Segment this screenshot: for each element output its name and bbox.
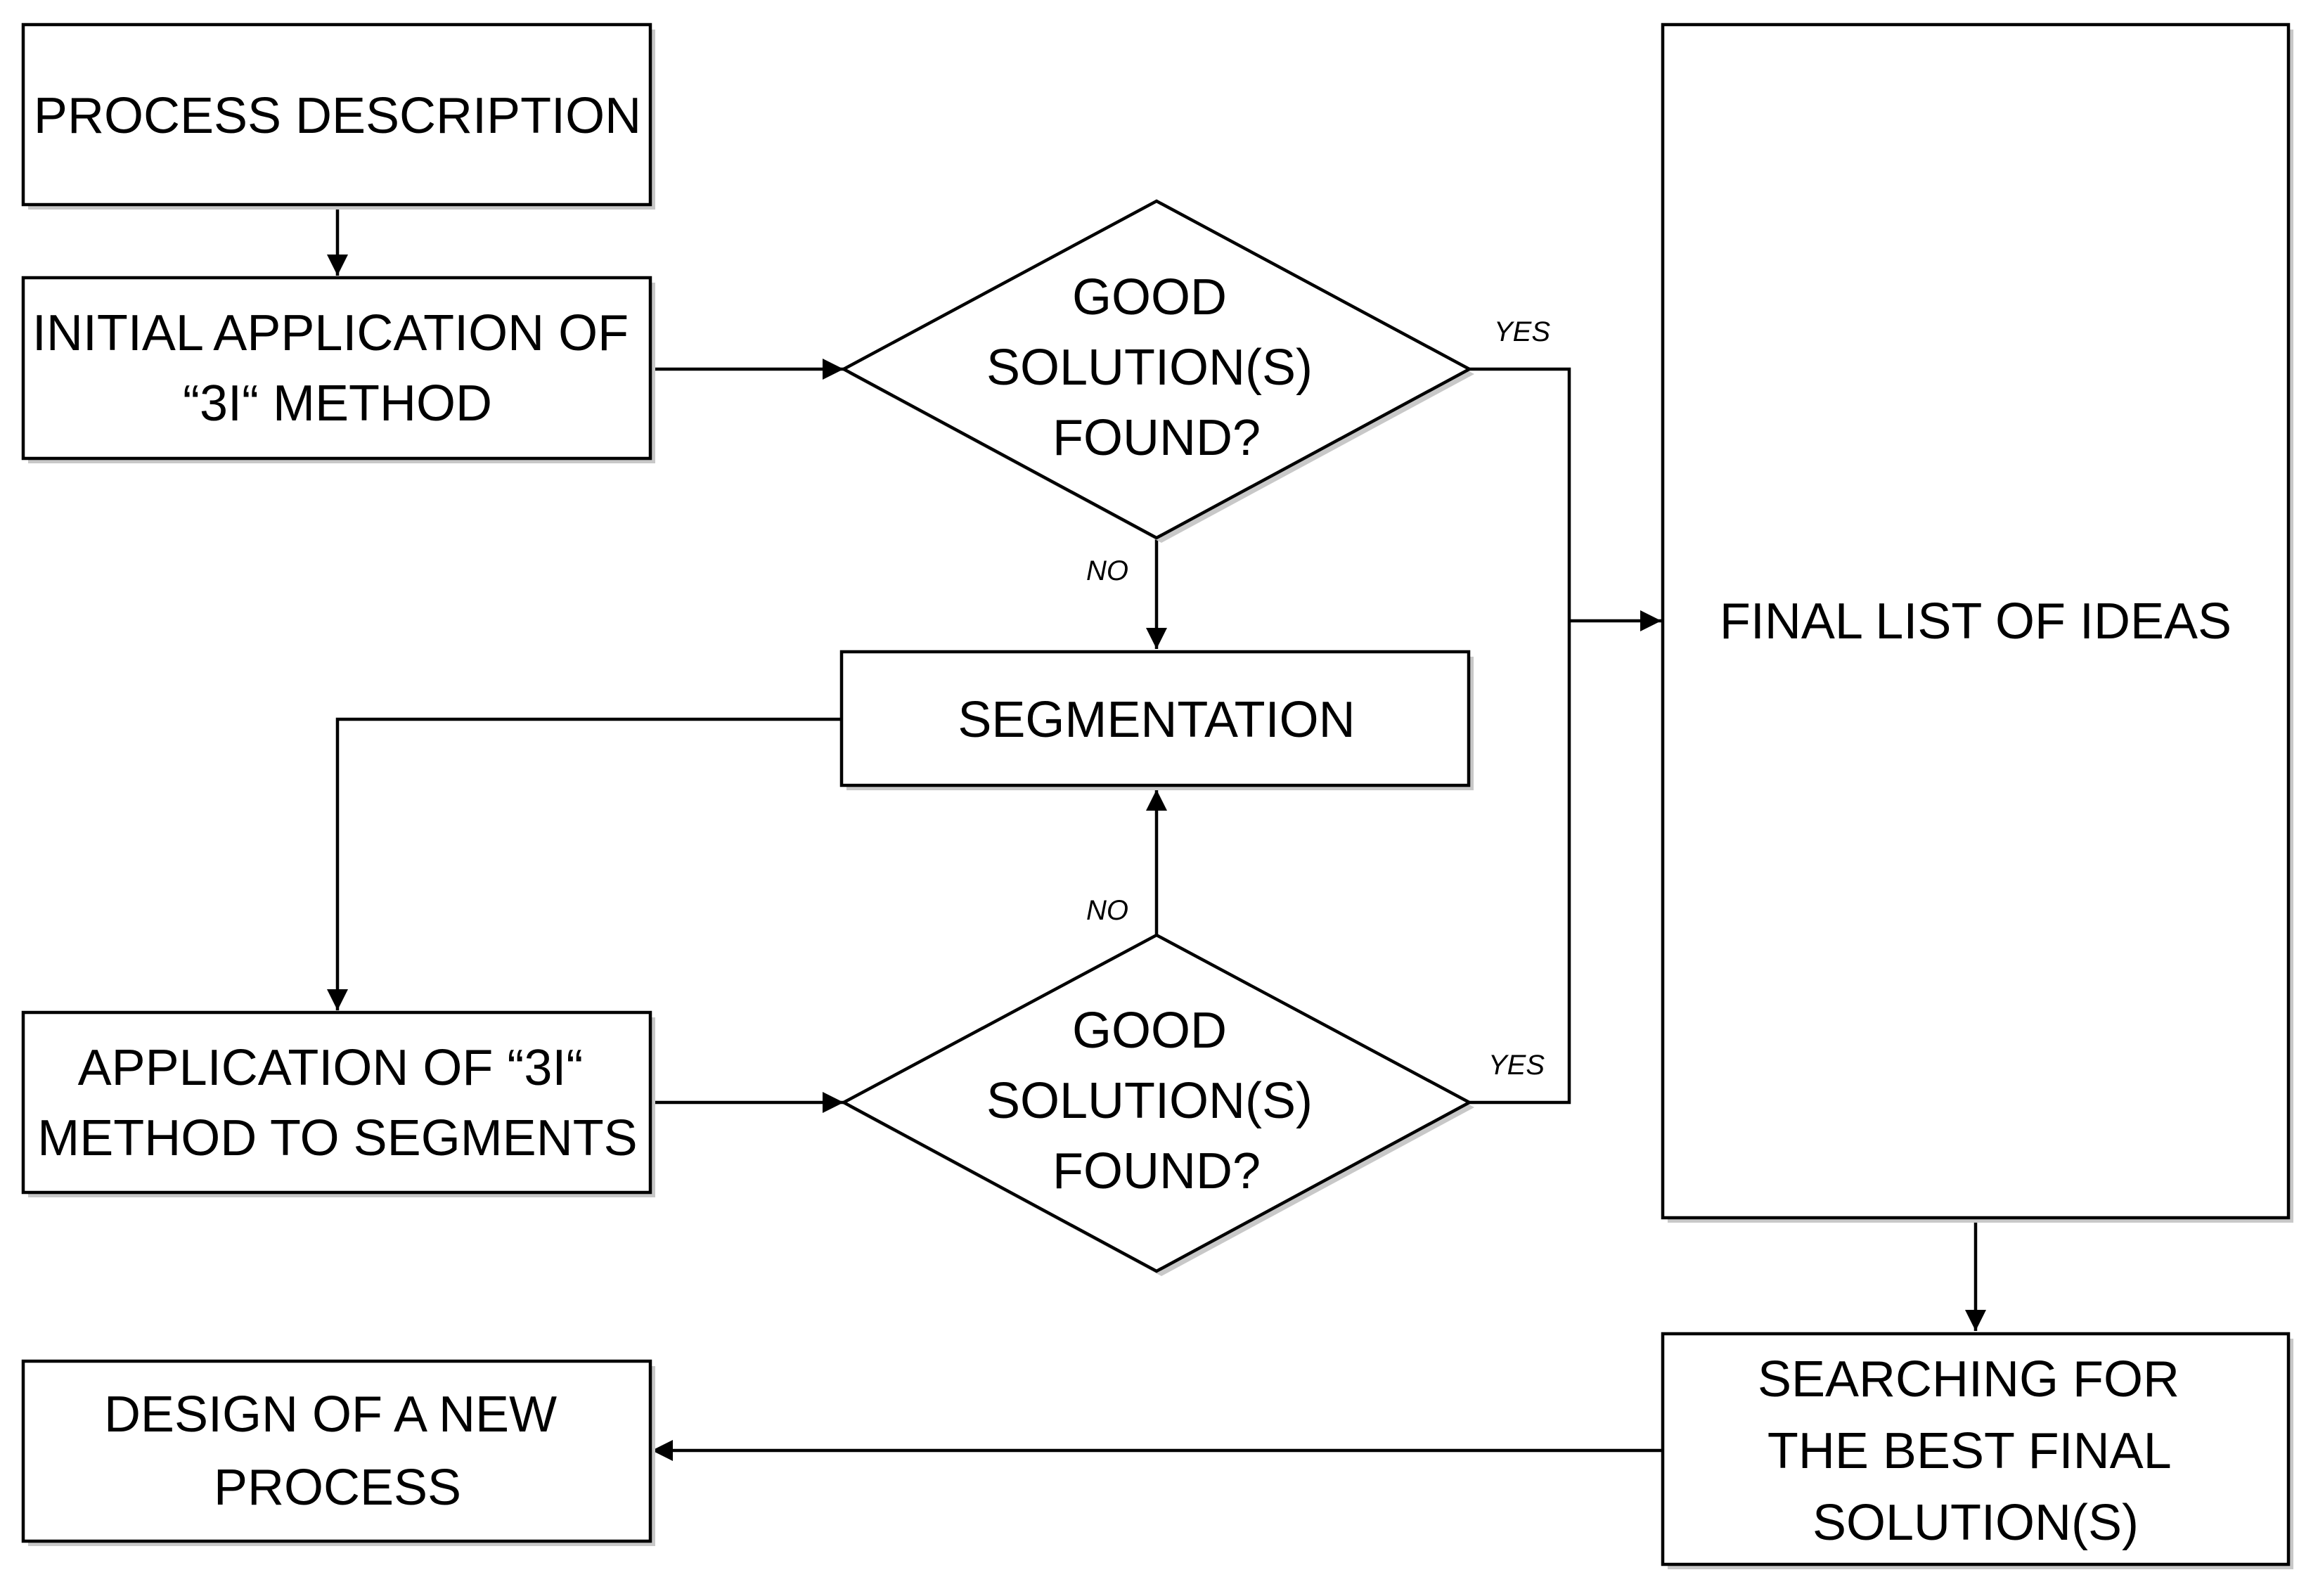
node-final-list-line-1: FINAL LIST OF IDEAS xyxy=(1720,593,2232,650)
edge-label-bottom-no: NO xyxy=(1086,895,1128,926)
node-decision-bottom-line-1: GOOD xyxy=(1072,1003,1227,1059)
node-segmentation-line-1: SEGMENTATION xyxy=(958,692,1355,748)
svg-text:GOOD SOLUTION(S) F: GOOD SOLUTION(S) FOUND? xyxy=(986,269,1327,466)
node-initial-application: INITIAL APPLICATION OF “3I“ METHOD xyxy=(21,276,655,463)
node-application-segments-line-1: APPLICATION OF “3I“ xyxy=(78,1040,584,1096)
node-searching-best: SEARCHING FOR THE BEST FINAL SOLUTION(S) xyxy=(1661,1332,2293,1569)
edge-label-top-yes: YES xyxy=(1494,316,1550,347)
node-design-new-process: DESIGN OF A NEW PROCESS xyxy=(21,1359,655,1546)
node-final-list: FINAL LIST OF IDEAS xyxy=(1661,22,2293,1223)
svg-text:SEARCHING FOR THE BEST F: SEARCHING FOR THE BEST FINAL SOLUTION(S) xyxy=(1758,1351,2194,1551)
svg-text:DESIGN OF A NEW PROCESS: DESIGN OF A NEW PROCESS xyxy=(104,1386,571,1516)
node-decision-top-line-1: GOOD xyxy=(1072,269,1227,326)
svg-text:PROCESS DESCRIPTION: PROCESS DESCRIPTION xyxy=(34,88,641,144)
node-design-new-process-line-1: DESIGN OF A NEW xyxy=(104,1386,557,1443)
svg-text:GOOD SOLUTION(S) F: GOOD SOLUTION(S) FOUND? xyxy=(986,1003,1327,1199)
arrow-segmentation-to-application xyxy=(327,717,842,1010)
node-initial-application-line-1: INITIAL APPLICATION OF xyxy=(32,305,629,361)
node-initial-application-line-2: “3I“ METHOD xyxy=(183,375,492,432)
node-process-description: PROCESS DESCRIPTION xyxy=(21,22,655,210)
edge-label-bottom-yes: YES xyxy=(1488,1050,1545,1081)
edge-label-top-no: NO xyxy=(1086,555,1128,586)
line-decision-top-yes xyxy=(1469,367,1571,1105)
svg-text:APPLICATION OF “3I“ METH: APPLICATION OF “3I“ METHOD TO SEGMENTS xyxy=(37,1040,637,1166)
svg-text:INITIAL APPLICATION OF “: INITIAL APPLICATION OF “3I“ METHOD xyxy=(32,305,643,432)
node-decision-top: GOOD SOLUTION(S) FOUND? xyxy=(840,199,1474,543)
node-decision-bottom-line-2: SOLUTION(S) xyxy=(986,1073,1313,1129)
node-design-new-process-line-2: PROCESS xyxy=(214,1460,461,1516)
node-decision-top-line-2: SOLUTION(S) xyxy=(986,340,1313,396)
node-application-segments: APPLICATION OF “3I“ METHOD TO SEGMENTS xyxy=(21,1010,655,1197)
node-decision-top-line-3: FOUND? xyxy=(1052,410,1261,466)
node-searching-best-line-1: SEARCHING FOR xyxy=(1758,1351,2179,1408)
svg-text:FINAL LIST OF IDEAS: FINAL LIST OF IDEAS xyxy=(1720,593,2232,650)
node-segmentation: SEGMENTATION xyxy=(839,650,1474,790)
node-searching-best-line-3: SOLUTION(S) xyxy=(1812,1495,2139,1551)
node-application-segments-line-2: METHOD TO SEGMENTS xyxy=(37,1110,637,1166)
node-searching-best-line-2: THE BEST FINAL xyxy=(1767,1423,2170,1479)
node-process-description-line-1: PROCESS DESCRIPTION xyxy=(34,88,641,144)
node-decision-bottom-line-3: FOUND? xyxy=(1052,1143,1261,1199)
connectors xyxy=(327,207,1986,1461)
node-decision-bottom: GOOD SOLUTION(S) FOUND? xyxy=(840,933,1474,1276)
svg-text:SEGMENTATION: SEGMENTATION xyxy=(958,692,1355,748)
